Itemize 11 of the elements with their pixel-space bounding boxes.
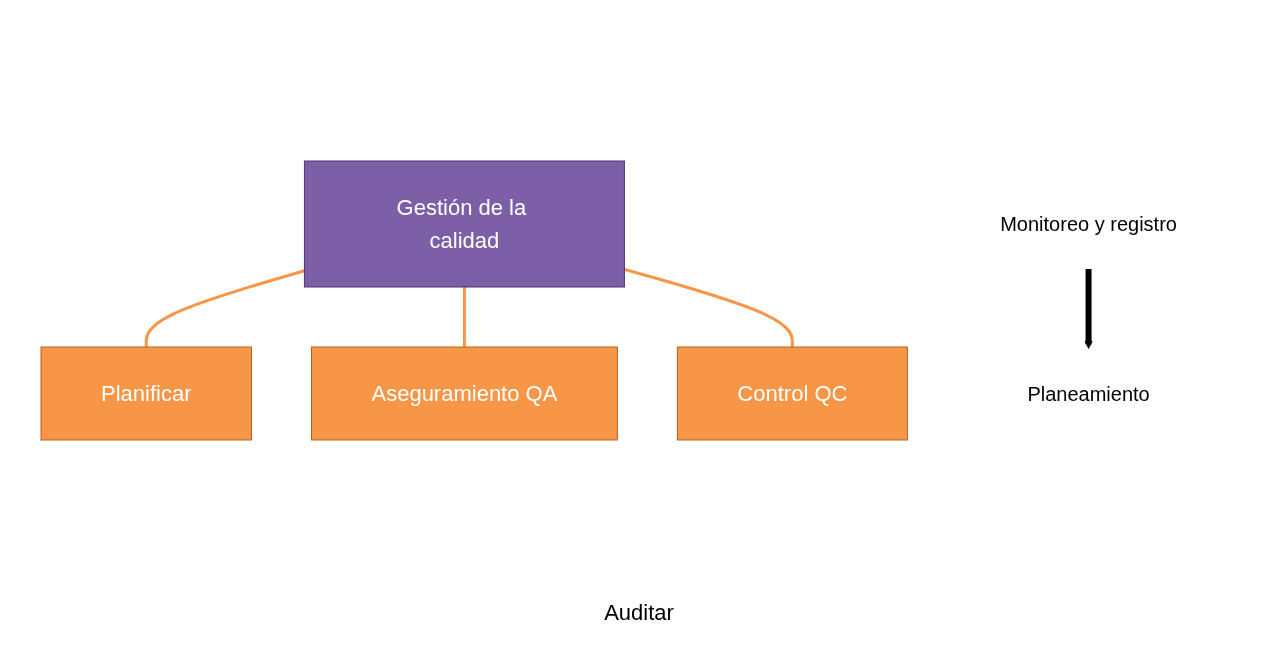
note-text: Auditar (604, 600, 674, 625)
node-box: Planificar (40, 346, 252, 440)
node-box: Gestión de la calidad (303, 160, 625, 287)
node-text: Monitoreo y registro (1000, 212, 1177, 235)
node-box: Control QC (676, 346, 908, 440)
connector (624, 267, 794, 347)
node-box: Aseguramiento QA (311, 346, 618, 440)
node-text: Planeamiento (1027, 382, 1150, 404)
connector (462, 286, 466, 347)
arrow (1084, 268, 1093, 349)
connector (144, 268, 305, 347)
